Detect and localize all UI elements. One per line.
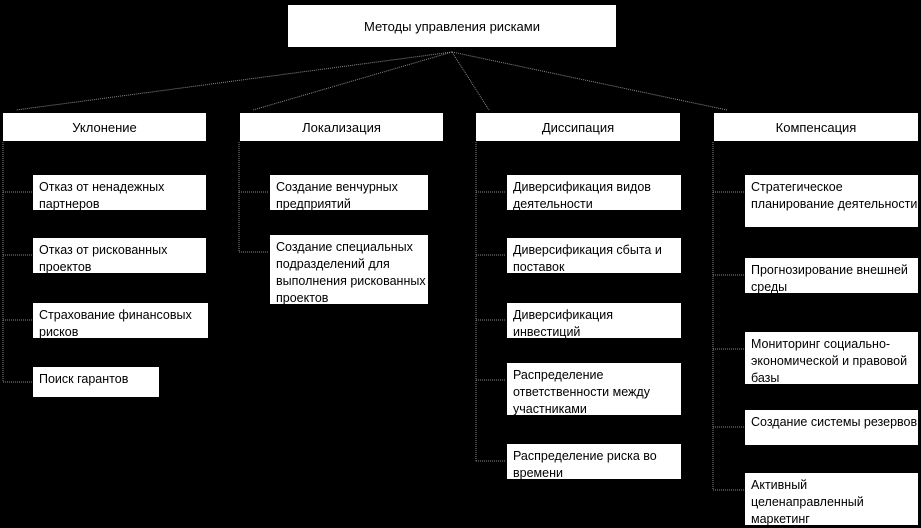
root-node: Методы управления рисками	[287, 4, 617, 48]
category-node-4: Компенсация	[713, 112, 919, 142]
leaf-node-2-2: Создание специальных подразделений для в…	[269, 234, 429, 305]
leaf-node-3-2: Диверсификация сбыта и поставок	[506, 237, 682, 274]
leaf-node-1-4: Поиск гарантов	[32, 366, 160, 398]
category-node-1: Уклонение	[2, 112, 207, 142]
leaf-node-4-1: Стратегическое планирование деятельности	[744, 174, 919, 228]
leaf-node-2-1: Создание венчурных предприятий	[269, 174, 429, 211]
leaf-node-4-2: Прогнозирование внешней среды	[744, 257, 919, 294]
leaf-node-1-2: Отказ от рискованных проектов	[32, 237, 207, 274]
leaf-node-3-3: Диверсификация инвестиций	[506, 302, 682, 339]
leaf-node-1-3: Страхование финансовых рисков	[32, 302, 209, 339]
leaf-node-4-4: Создание системы резервов	[744, 409, 919, 446]
leaf-node-4-3: Мониторинг социально-экономической и пра…	[744, 331, 919, 385]
leaf-node-1-1: Отказ от ненадежных партнеров	[32, 174, 207, 211]
leaf-node-3-4: Распределение ответственности между учас…	[506, 362, 682, 416]
leaf-node-3-1: Диверсификация видов деятельности	[506, 174, 682, 211]
leaf-node-4-5: Активный целенаправленный маркетинг	[744, 472, 919, 526]
category-node-2: Локализация	[239, 112, 444, 142]
leaf-node-3-5: Распределение риска во времени	[506, 443, 682, 480]
category-node-3: Диссипация	[475, 112, 681, 142]
